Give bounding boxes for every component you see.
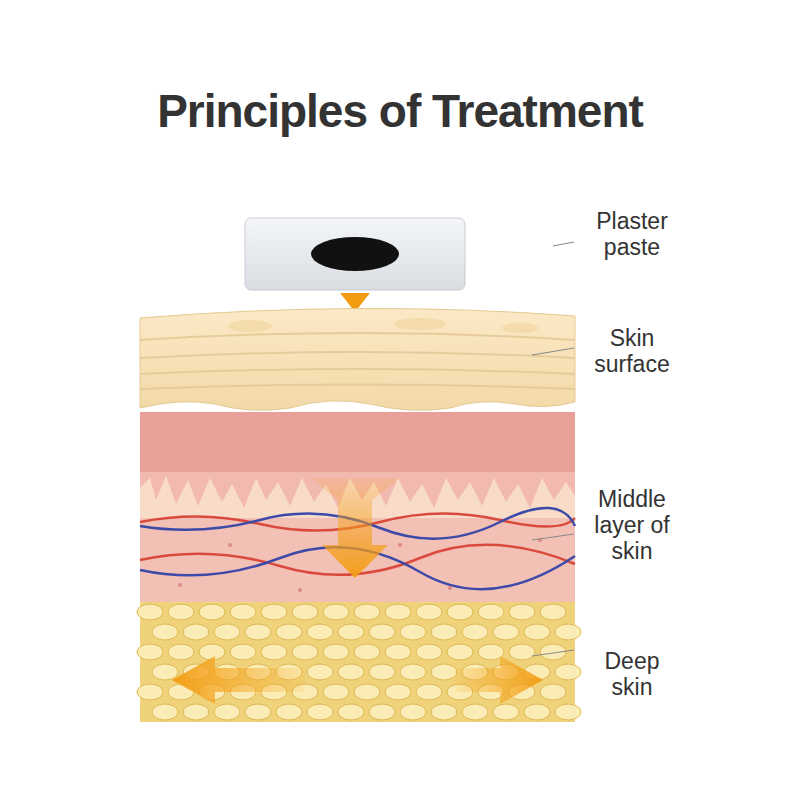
label-holder: Plaster paste [577,208,687,260]
fat-cell [493,704,519,720]
fat-cell [509,644,535,660]
fat-cell [431,664,457,680]
fat-cell [292,644,318,660]
fat-cell [478,604,504,620]
fat-cell [214,624,240,640]
fat-cell [323,604,349,620]
fat-cell [431,624,457,640]
fat-cell [276,704,302,720]
fat-cell [261,644,287,660]
fat-cell [524,624,550,640]
fat-cell [555,704,581,720]
fat-cell [447,644,473,660]
fat-cell [199,604,225,620]
fat-cell [385,604,411,620]
fat-cell [307,624,333,640]
title-holder: Principles of Treatment [0,84,800,138]
fat-cell [307,664,333,680]
fat-cell [338,664,364,680]
fat-cell [230,604,256,620]
fat-cell [245,624,271,640]
leader-lines [532,242,574,656]
layer-label: Middle layer of skin [594,486,670,564]
fat-cell [431,704,457,720]
fat-cell [354,684,380,700]
fat-cell [416,604,442,620]
skin-surface-layer [140,308,575,410]
fat-cell [555,624,581,640]
label-holder: Deep skin [582,648,682,700]
fat-cell [369,664,395,680]
fat-cell [168,644,194,660]
fat-cell [230,644,256,660]
fat-cell [369,704,395,720]
fat-cell [152,624,178,640]
fat-cell [245,704,271,720]
fat-cell [447,604,473,620]
label-holder: Skin surface [577,325,687,377]
fat-cell [338,624,364,640]
fat-cell [199,644,225,660]
fat-cell [354,644,380,660]
fat-cell [462,624,488,640]
fat-cell [555,664,581,680]
penetration-arrow [310,478,400,578]
fat-cell [152,704,178,720]
fat-cell [400,664,426,680]
fat-cell [137,604,163,620]
fat-cell [369,624,395,640]
fat-cell [183,704,209,720]
fat-cell [183,624,209,640]
fat-cell [540,684,566,700]
fat-cell [400,704,426,720]
label-holder: Middle layer of skin [594,486,670,564]
diagram-title: Principles of Treatment [0,84,800,138]
layer-label: Skin surface [577,325,687,377]
fat-cell [307,704,333,720]
fat-cell [385,684,411,700]
fat-cell [261,604,287,620]
fat-cell [152,664,178,680]
deep-skin-layer [137,602,581,722]
fat-cell [540,604,566,620]
fat-cell [462,704,488,720]
middle-skin-layer [140,412,575,602]
fat-cell [493,624,519,640]
fat-cell [400,624,426,640]
spread-arrows [172,656,543,704]
fat-cell [292,604,318,620]
plaster-patch [245,218,465,290]
fat-cell [168,604,194,620]
layer-label: Plaster paste [577,208,687,260]
fat-cell [137,644,163,660]
fat-cell [524,704,550,720]
fat-cell [323,684,349,700]
fat-cell [137,684,163,700]
fat-cell [354,604,380,620]
fat-cell [276,624,302,640]
fat-cell [214,704,240,720]
fat-cell [416,684,442,700]
layer-label: Deep skin [582,648,682,700]
fat-cell [323,644,349,660]
fat-cell [416,644,442,660]
fat-cell [385,644,411,660]
fat-cell [338,704,364,720]
fat-cell [509,604,535,620]
